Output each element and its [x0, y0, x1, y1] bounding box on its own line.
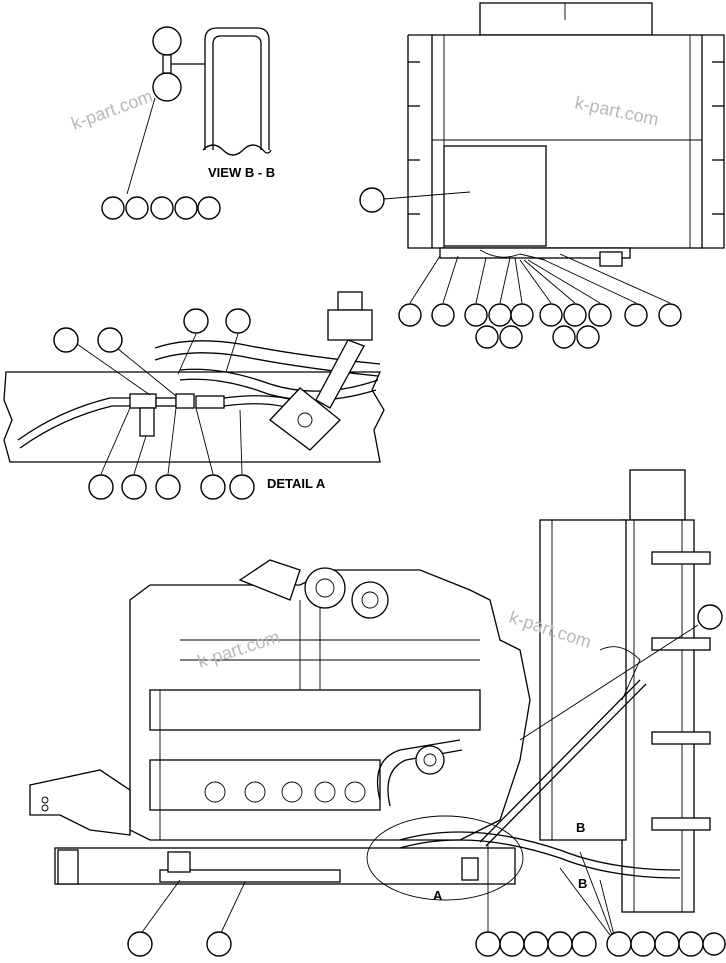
engine-callouts	[127, 604, 726, 957]
section-b-marker-lower: B	[578, 876, 587, 891]
detail-a-illustration	[3, 291, 385, 475]
engine-assembly	[29, 469, 711, 936]
view-b-b-illustration	[126, 26, 272, 195]
detail-a-marker: A	[433, 888, 443, 903]
detail-a-callouts	[53, 308, 255, 500]
radiator-callouts	[359, 187, 682, 349]
view-b-callouts	[101, 196, 221, 220]
view-b-b-title: VIEW B - B	[208, 165, 275, 180]
watermark-1: k-part.com	[69, 86, 156, 134]
radiator-front-view	[383, 2, 725, 304]
detail-a-title: DETAIL A	[267, 476, 326, 491]
section-b-marker-upper: B	[576, 820, 585, 835]
